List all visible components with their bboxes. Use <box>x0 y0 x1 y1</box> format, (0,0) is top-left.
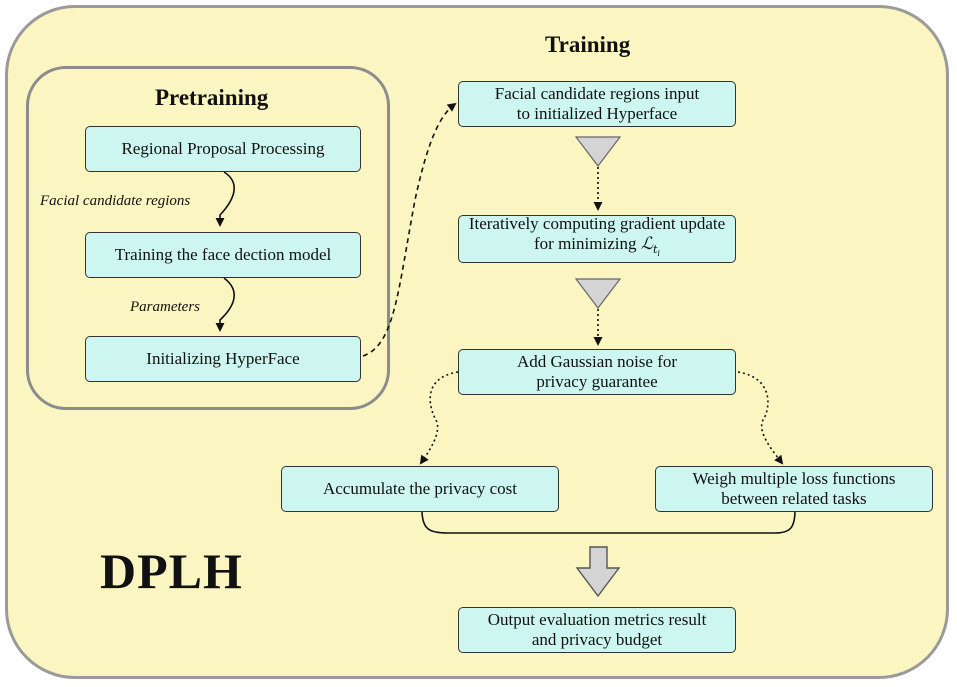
facial-input-box: Facial candidate regions input to initia… <box>458 81 736 127</box>
training-title: Training <box>545 32 631 57</box>
block-arrow-down <box>575 546 621 598</box>
gaussian-noise-line2: privacy guarantee <box>536 372 658 391</box>
gaussian-noise-box: Add Gaussian noise for privacy guarantee <box>458 349 736 395</box>
arrow-init-to-training <box>362 102 457 357</box>
gradient-update-box: Iteratively computing gradient update fo… <box>458 213 736 263</box>
privacy-cost-box: Accumulate the privacy cost <box>281 466 559 512</box>
train-face-detection-box: Training the face dection model <box>85 232 361 278</box>
dplh-label: DPLH <box>100 543 243 599</box>
loss-subscript: t <box>652 243 658 257</box>
init-hyperface-box: Initializing HyperFace <box>85 336 361 382</box>
init-hyperface-label: Initializing HyperFace <box>146 349 300 368</box>
dotted-arrow-right <box>737 371 784 465</box>
pretraining-container <box>26 66 390 410</box>
arrow-regional-to-training <box>215 171 235 227</box>
loss-subsubscript: i <box>657 249 660 259</box>
output-metrics-line1: Output evaluation metrics result <box>487 610 707 629</box>
regional-proposal-box: Regional Proposal Processing <box>85 126 361 172</box>
down-triangle-2 <box>574 278 622 309</box>
arrow-training-to-init <box>215 277 235 332</box>
facial-input-line2: to initialized Hyperface <box>516 104 678 123</box>
gaussian-noise-line1: Add Gaussian noise for <box>516 352 678 371</box>
edge-label-facial-candidates: Facial candidate regions <box>40 193 191 209</box>
gradient-update-line1: Iteratively computing gradient update <box>468 213 726 233</box>
weigh-loss-box: Weigh multiple loss functions between re… <box>655 466 933 512</box>
down-triangle-1 <box>574 136 622 167</box>
output-metrics-line2: and privacy budget <box>531 630 663 649</box>
train-face-detection-label: Training the face dection model <box>114 245 332 264</box>
weigh-loss-line2: between related tasks <box>721 489 867 508</box>
output-metrics-box: Output evaluation metrics result and pri… <box>458 607 736 653</box>
gradient-update-line2: for minimizing <box>534 233 637 253</box>
facial-input-line1: Facial candidate regions input <box>494 84 700 103</box>
privacy-cost-label: Accumulate the privacy cost <box>322 479 517 498</box>
pretraining-title: Pretraining <box>155 85 269 110</box>
weigh-loss-line1: Weigh multiple loss functions <box>692 469 896 488</box>
regional-proposal-label: Regional Proposal Processing <box>121 139 325 158</box>
dotted-arrow-left <box>419 371 459 465</box>
loss-symbol: ℒ <box>640 233 653 254</box>
merge-bracket <box>421 509 796 534</box>
edge-label-parameters: Parameters <box>130 299 200 315</box>
